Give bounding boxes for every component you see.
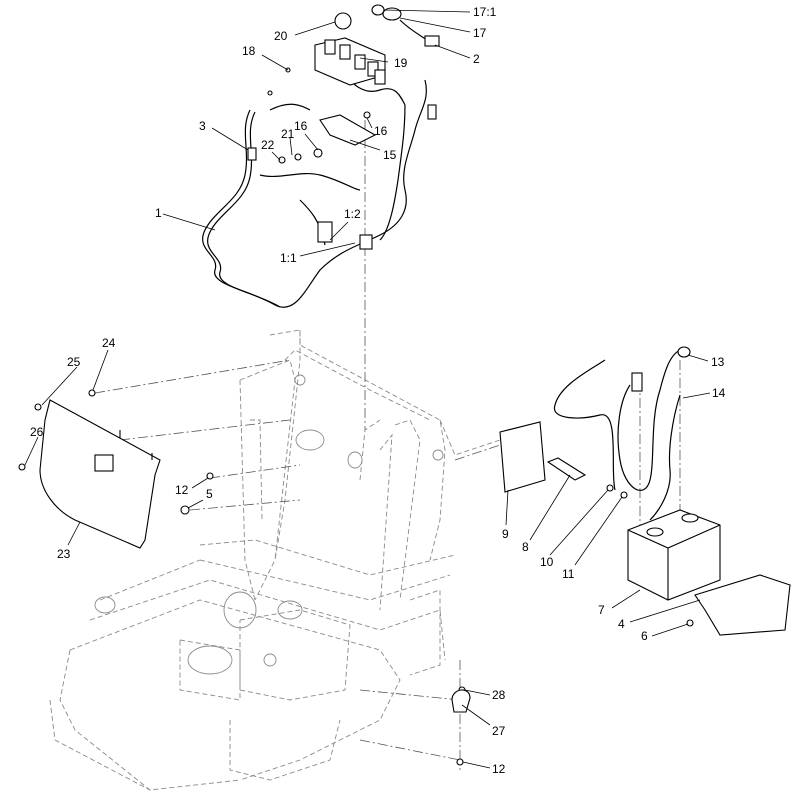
callout-label: 23 xyxy=(57,547,71,561)
callout-label: 1:1 xyxy=(280,251,297,265)
strap xyxy=(546,457,587,481)
clamp xyxy=(451,689,471,713)
callout-label: 8 xyxy=(522,540,529,554)
callout-label: 17:1 xyxy=(473,5,497,19)
callout-label: 7 xyxy=(598,603,605,617)
callout-label: 27 xyxy=(492,724,506,738)
callout-label: 18 xyxy=(242,44,256,58)
callout-label: 3 xyxy=(199,119,206,133)
callout-label: 15 xyxy=(383,148,397,162)
battery xyxy=(627,509,721,601)
cover-panel xyxy=(39,399,161,549)
battery-tray xyxy=(694,574,791,636)
callout-label: 21 xyxy=(281,127,295,141)
callout-label: 20 xyxy=(274,29,288,43)
callout-label: 16 xyxy=(294,119,308,133)
machine-frame xyxy=(49,329,501,791)
relay-block xyxy=(314,37,386,86)
callout-label: 11 xyxy=(562,567,575,581)
bracket xyxy=(319,114,377,146)
callout-label: 17 xyxy=(473,26,487,40)
alignment-lines xyxy=(94,120,681,770)
callout-label: 2 xyxy=(473,52,480,66)
callout-label: 26 xyxy=(30,425,44,439)
cap xyxy=(334,12,352,30)
callout-label: 24 xyxy=(102,336,116,350)
callout-label: 28 xyxy=(492,688,506,702)
callout-label: 22 xyxy=(261,138,275,152)
callout-label: 13 xyxy=(711,355,725,369)
callout-label: 4 xyxy=(618,617,625,631)
battery-cables xyxy=(553,346,691,521)
wire-harness xyxy=(202,69,437,308)
hardware xyxy=(18,67,694,766)
plate xyxy=(499,421,546,493)
callout-label: 1 xyxy=(155,206,162,220)
callout-label: 5 xyxy=(206,487,213,501)
callout-label: 6 xyxy=(641,629,648,643)
callout-label: 12 xyxy=(492,762,506,776)
callout-label: 12 xyxy=(175,483,189,497)
callout-label: 1:2 xyxy=(344,207,361,221)
callout-labels: 17:1 17 2 20 18 19 3 16 21 22 16 15 1 1:… xyxy=(30,5,726,776)
callout-label: 9 xyxy=(502,527,509,541)
callout-label: 10 xyxy=(540,555,554,569)
callout-label: 16 xyxy=(374,124,388,138)
key-switch xyxy=(371,4,440,47)
leader-lines xyxy=(24,9,711,769)
callout-label: 14 xyxy=(712,386,726,400)
callout-label: 19 xyxy=(394,56,408,70)
callout-label: 25 xyxy=(67,355,81,369)
